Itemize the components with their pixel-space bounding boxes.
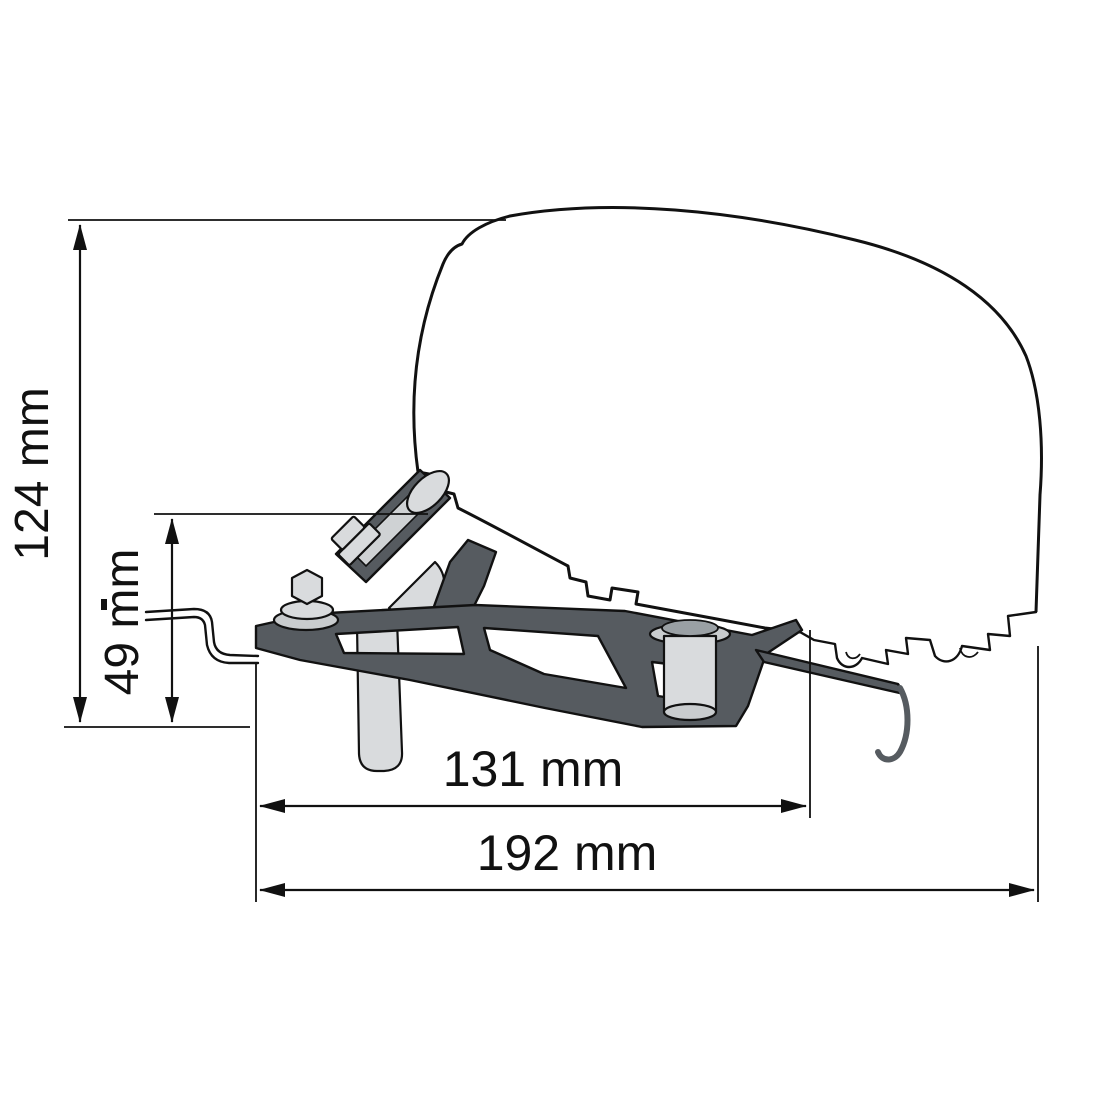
rear-foot-bracket: [754, 648, 906, 696]
left-sheet-profile-bottom: [144, 615, 260, 665]
support-strap: [355, 618, 404, 773]
rear-foot-hook: [875, 685, 911, 763]
hex-bolt-assembly: [272, 568, 340, 632]
spacer-cylinder: [648, 619, 732, 722]
van-body-outline: [412, 206, 1043, 613]
dimension-label-49: 49 mm: [96, 549, 149, 696]
dimension-label-131: 131 mm: [443, 741, 624, 797]
adapter-main-rail: [254, 603, 804, 729]
van-bottom-edge: [416, 470, 802, 634]
plate-nut-stack: [330, 515, 381, 566]
plate-bolt-cap: [406, 470, 450, 514]
hex-bolt-head: [290, 568, 324, 606]
dimension-label-124: 124 mm: [6, 387, 59, 560]
left-sheet-profile-top: [144, 607, 260, 658]
roof-rail-inner-detail: [845, 647, 979, 660]
cylinder-top-ring: [661, 619, 719, 637]
dimension-label-192: 192 mm: [477, 825, 658, 881]
reference-tick: [101, 599, 107, 610]
roof-rail-profile: [798, 610, 1038, 669]
